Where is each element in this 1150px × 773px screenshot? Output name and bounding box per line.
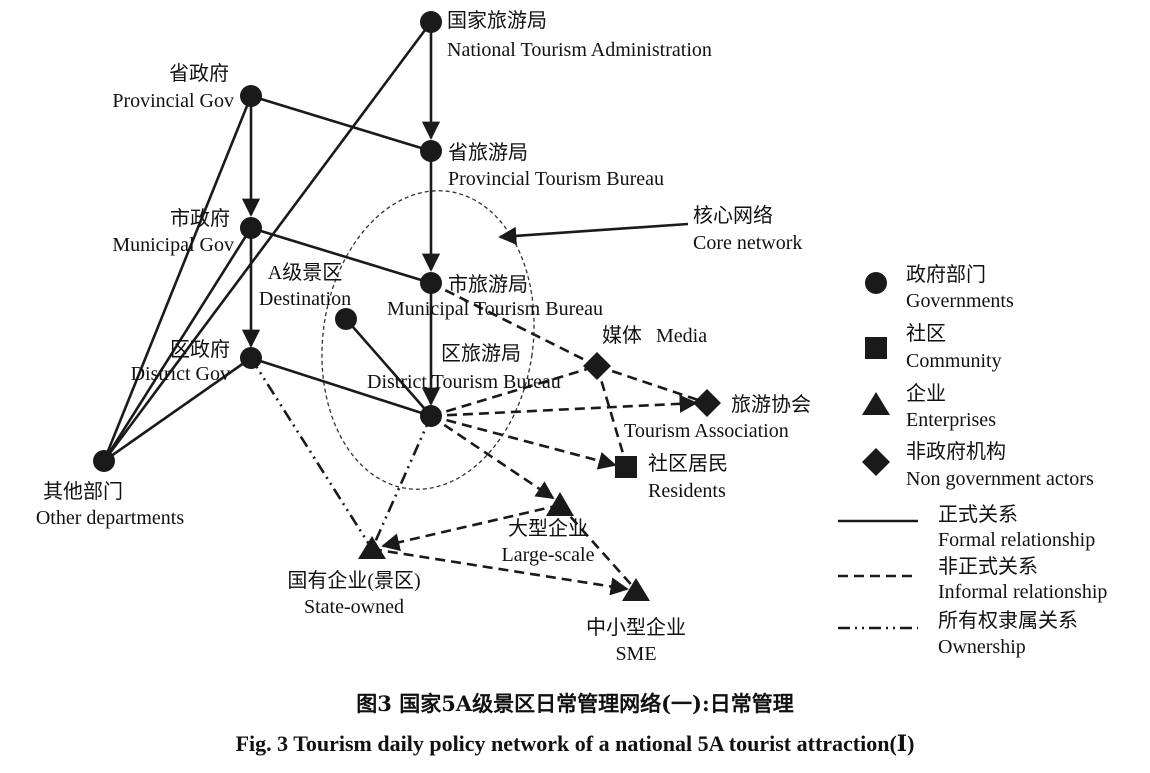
ownership-edges (249, 357, 433, 550)
legend-ngo-en: Non government actors (906, 468, 1094, 490)
edge-nta-other (102, 21, 433, 462)
legend-enterprises-cn: 企业 (906, 382, 946, 405)
label-dest-en: Destination (259, 288, 351, 310)
label-munitb-en: Municipal Tourism Bureau (387, 298, 603, 320)
label-other-cn: 其他部门 (43, 480, 123, 503)
label-provgov-en: Provincial Gov (112, 90, 234, 112)
node-sme-triangle (622, 578, 650, 601)
legend: 政府部门 Governments 社区 Community 企业 Enterpr… (838, 263, 1107, 658)
node-provgov-circle (240, 85, 262, 107)
edge-distgov-state (249, 357, 374, 550)
node-residents-square (615, 456, 637, 478)
edge-media-residents (595, 365, 629, 468)
label-residents-en: Residents (648, 480, 726, 502)
label-distgov-en: District Gov (131, 363, 230, 385)
label-core-cn: 核心网络 (693, 204, 773, 227)
edge-disttb-media (430, 364, 598, 418)
label-media-en: Media (656, 325, 707, 347)
legend-informal-en: Informal relationship (938, 581, 1107, 603)
edge-provgov-provtb (250, 94, 432, 153)
label-large-cn: 大型企业 (508, 517, 588, 540)
label-disttb-cn: 区旅游局 (441, 342, 521, 365)
label-disttb-en: District Tourism Bureau (367, 371, 561, 393)
label-state-en: State-owned (304, 596, 404, 618)
edge-large-sme (559, 504, 637, 591)
label-nta-cn: 国家旅游局 (447, 9, 547, 32)
legend-formal-cn: 正式关系 (938, 503, 1018, 526)
node-disttb-circle (420, 405, 442, 427)
core-network-arrow (498, 222, 689, 245)
label-nta-en: National Tourism Administration (447, 39, 712, 61)
legend-square-icon (865, 337, 887, 359)
label-munitb-cn: 市旅游局 (448, 273, 528, 296)
label-provtb-en: Provincial Tourism Bureau (448, 168, 664, 190)
edge-dest-disttb (345, 318, 432, 417)
informal-edges (371, 281, 708, 596)
label-munigov-en: Municipal Gov (112, 234, 234, 256)
label-residents-cn: 社区居民 (648, 452, 728, 475)
node-dest-circle (335, 308, 357, 330)
node-state-triangle (358, 536, 386, 559)
caption-en: Fig. 3 Tourism daily policy network of a… (236, 731, 915, 756)
label-media-cn: 媒体 (602, 324, 642, 347)
edge-distgov-disttb (250, 356, 432, 418)
node-provtb-circle (420, 140, 442, 162)
node-munigov-circle (240, 217, 262, 239)
label-provgov-cn: 省政府 (169, 62, 229, 85)
legend-ownership-en: Ownership (938, 636, 1026, 658)
legend-governments-cn: 政府部门 (906, 263, 986, 286)
label-core-en: Core network (693, 232, 802, 254)
node-munitb-circle (420, 272, 442, 294)
node-distgov-circle (240, 347, 262, 369)
node-other-circle (93, 450, 115, 472)
legend-governments-en: Governments (906, 290, 1014, 312)
edge-disttb-state (370, 415, 433, 550)
node-media-diamond (583, 352, 611, 380)
label-dest-cn: A级景区 (268, 261, 342, 284)
formal-edges (102, 21, 441, 463)
label-distgov-cn: 区政府 (170, 338, 230, 361)
node-nta-circle (420, 11, 442, 33)
label-state-cn: 国有企业(景区) (287, 569, 420, 592)
edge-state-sme (371, 547, 629, 596)
legend-ngo-cn: 非政府机构 (906, 440, 1006, 463)
legend-diamond-icon (862, 448, 890, 476)
legend-triangle-icon (862, 392, 890, 415)
core-network-ellipse (321, 190, 535, 490)
node-assoc-diamond (693, 389, 721, 417)
edge-disttb-assoc (430, 394, 698, 418)
edge-disttb-residents (430, 414, 617, 470)
edge-media-assoc (596, 364, 708, 405)
edge-munigov-munitb (250, 226, 432, 285)
legend-community-cn: 社区 (906, 322, 946, 345)
edge-distgov-other (103, 356, 252, 463)
label-large-en: Large-scale (502, 544, 595, 566)
legend-informal-cn: 非正式关系 (938, 555, 1038, 578)
legend-enterprises-en: Enterprises (906, 409, 996, 431)
edge-provgov-other (102, 95, 253, 462)
legend-formal-en: Formal relationship (938, 529, 1095, 551)
edge-munigov-other (102, 227, 253, 462)
legend-community-en: Community (906, 350, 1002, 372)
legend-ownership-cn: 所有权隶属关系 (938, 609, 1078, 632)
legend-circle-icon (865, 272, 887, 294)
label-other-en: Other departments (36, 507, 184, 529)
label-sme-en: SME (615, 643, 656, 665)
node-large-triangle (546, 492, 574, 516)
label-provtb-cn: 省旅游局 (448, 141, 528, 164)
label-munigov-cn: 市政府 (170, 207, 230, 230)
edge-disttb-large (430, 414, 555, 500)
caption-cn: 图3 国家5A级景区日常管理网络(一):日常管理 (356, 691, 793, 716)
edge-large-state (381, 503, 561, 552)
label-assoc-en: Tourism Association (624, 420, 789, 442)
label-sme-cn: 中小型企业 (586, 616, 686, 639)
label-assoc-cn: 旅游协会 (731, 393, 811, 416)
